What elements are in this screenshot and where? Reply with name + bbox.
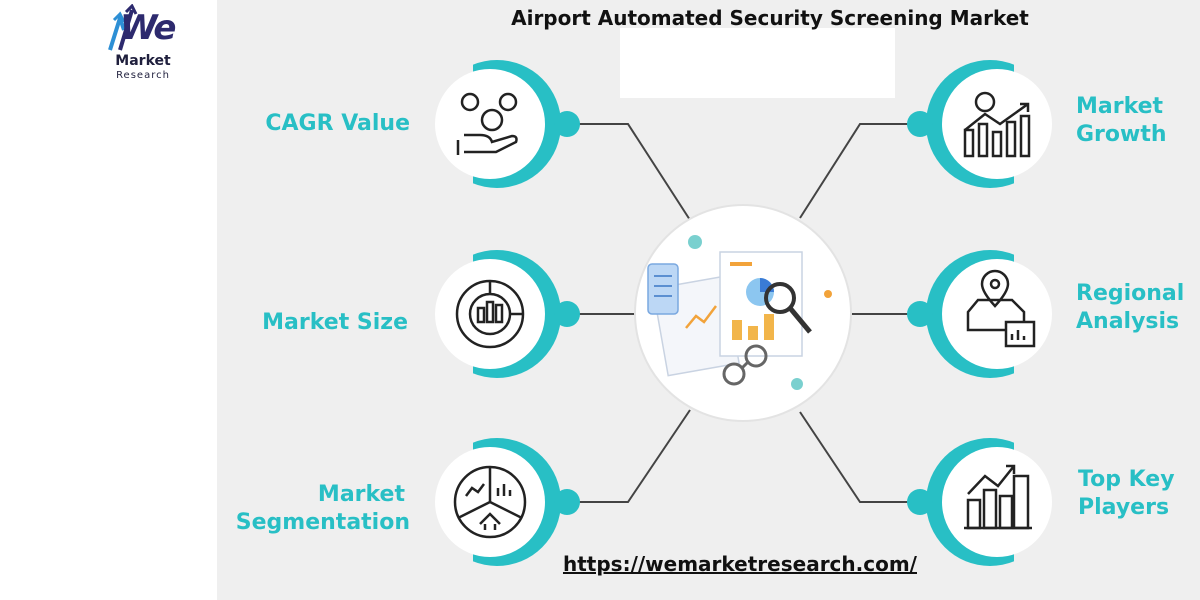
connector-seg	[555, 409, 691, 503]
logo-line2: Research	[116, 70, 170, 81]
pie-segments-icon	[453, 465, 527, 539]
logo-mark-text: We	[120, 8, 176, 48]
node-growth	[907, 55, 1054, 195]
connector-growth	[799, 123, 932, 219]
label-players-line2: Players	[1078, 495, 1170, 520]
map-pin-icon	[966, 269, 1036, 348]
bar-growth-icon	[963, 91, 1031, 158]
node-regional	[907, 245, 1054, 385]
node-size	[433, 245, 580, 385]
node-seg	[433, 433, 580, 573]
label-cagr-value: CAGR Value	[265, 111, 410, 136]
money-hand-icon	[456, 92, 518, 155]
company-logo: We Market Research	[84, 0, 202, 100]
label-segmentation-line1: Market	[317, 482, 405, 507]
label-segmentation-line2: Segmentation	[235, 510, 410, 535]
page-title: Airport Automated Security Screening Mar…	[511, 6, 1029, 30]
donut-chart-icon	[455, 279, 525, 349]
connector-cagr	[555, 123, 691, 221]
label-regional-line2: Analysis	[1076, 309, 1180, 334]
node-players	[907, 433, 1054, 573]
city-growth-icon	[964, 464, 1032, 530]
blank-area	[620, 28, 895, 98]
label-growth-line1: Market	[1076, 94, 1164, 119]
logo-arrows-icon	[108, 4, 138, 51]
node-cagr	[433, 55, 580, 195]
label-regional-line1: Regional	[1076, 281, 1185, 306]
connector-players	[799, 411, 932, 503]
label-market-size: Market Size	[262, 310, 408, 335]
label-growth-line2: Growth	[1076, 122, 1167, 147]
label-players-line1: Top Key	[1078, 467, 1175, 492]
logo-line1: Market	[115, 53, 171, 69]
website-link[interactable]: https://wemarketresearch.com/	[562, 552, 917, 576]
report-magnifier-icon	[647, 251, 812, 386]
